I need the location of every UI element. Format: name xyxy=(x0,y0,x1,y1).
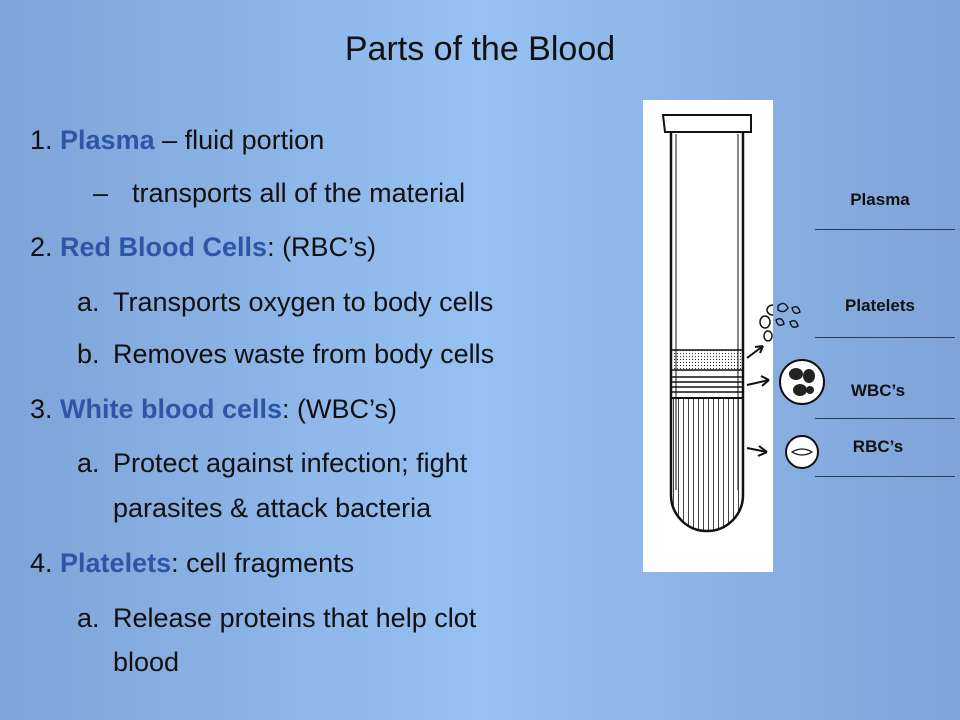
label-wbc: WBC’s xyxy=(850,381,906,400)
label-platelets: Platelets xyxy=(845,296,915,315)
item-4-sub-a-marker: a. xyxy=(77,603,100,633)
item-number: 1. xyxy=(30,125,61,155)
item-number: 4. xyxy=(30,548,61,578)
item-2-sub-b-text: Removes waste from body cells xyxy=(113,339,495,369)
label-plasma: Plasma xyxy=(850,190,910,209)
item-2-sub-b-marker: b. xyxy=(77,339,100,369)
item-rest: – fluid portion xyxy=(154,125,325,155)
item-4-heading: 4. Platelets: cell fragments xyxy=(30,547,354,579)
item-rest: : (RBC’s) xyxy=(267,232,377,262)
test-tube-icon xyxy=(661,114,773,533)
slide-title: Parts of the Blood xyxy=(344,30,616,68)
divider-platelets xyxy=(815,337,955,338)
item-term-wbc: White blood cells xyxy=(60,394,283,424)
label-rbc: RBC’s xyxy=(852,437,904,456)
item-3-sub-a-text-cont: parasites & attack bacteria xyxy=(113,493,432,523)
divider-wbc xyxy=(815,418,955,419)
item-3-sub-a-text: Protect against infection; fight xyxy=(113,448,468,478)
item-term-rbc: Red Blood Cells xyxy=(60,232,268,262)
item-rest: : cell fragments xyxy=(171,548,355,578)
item-2-sub-a-marker: a. xyxy=(77,287,100,317)
item-number: 2. xyxy=(30,232,61,262)
item-2-heading: 2. Red Blood Cells: (RBC’s) xyxy=(30,231,376,263)
item-term-plasma: Plasma xyxy=(60,125,155,155)
item-3-sub-a-marker: a. xyxy=(77,448,100,478)
test-tube-figure xyxy=(643,100,773,572)
item-2-sub-a-text: Transports oxygen to body cells xyxy=(113,287,494,317)
item-3-heading: 3. White blood cells: (WBC’s) xyxy=(30,393,397,425)
item-number: 3. xyxy=(30,394,61,424)
item-term-platelets: Platelets xyxy=(60,548,172,578)
item-4-sub-a-text: Release proteins that help clot xyxy=(113,603,477,633)
divider-plasma xyxy=(815,229,955,230)
item-4-sub-a-text-cont: blood xyxy=(113,647,180,677)
item-rest: : (WBC’s) xyxy=(282,394,398,424)
divider-rbc xyxy=(815,476,955,477)
item-1-sub-a-text: transports all of the material xyxy=(132,178,466,208)
item-1-heading: 1. Plasma – fluid portion xyxy=(30,124,324,156)
blood-cells-icon xyxy=(775,302,825,469)
item-1-sub-a-marker: – xyxy=(93,178,109,208)
